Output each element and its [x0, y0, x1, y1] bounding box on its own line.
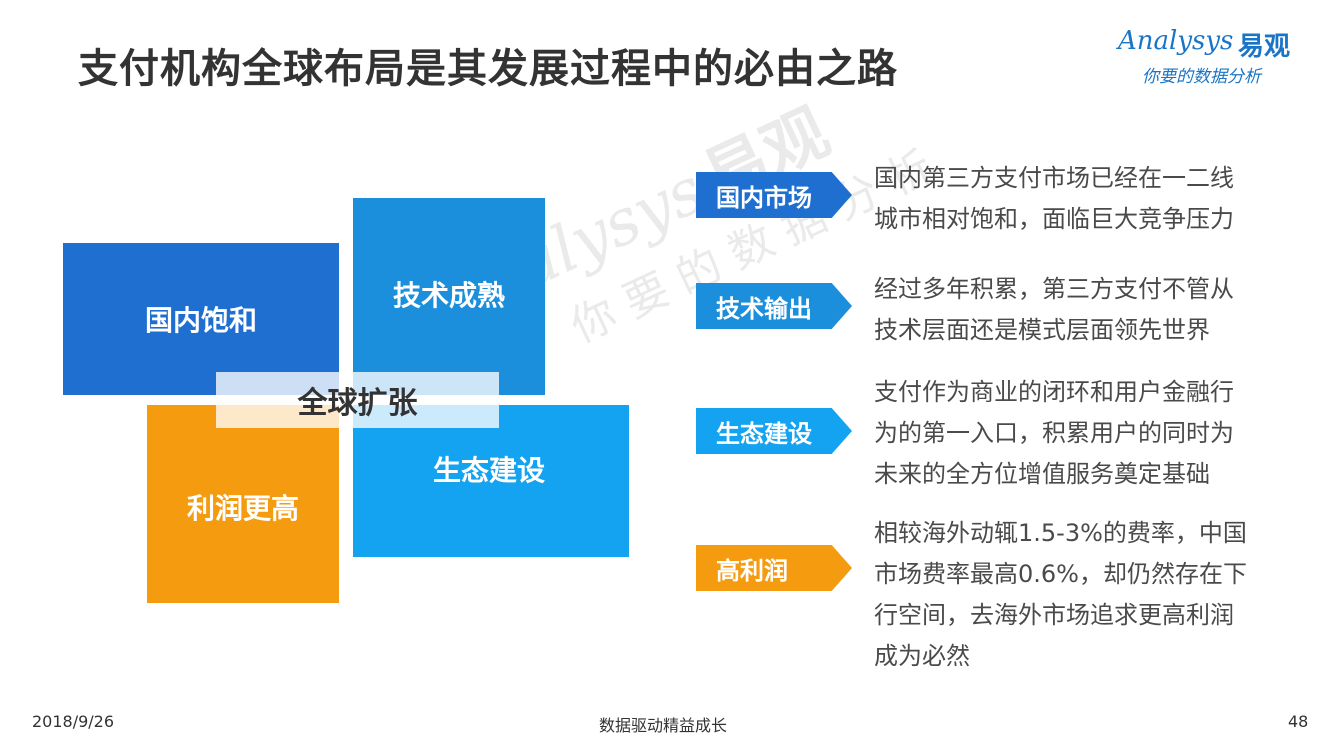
tag-domestic-market: 国内市场 [696, 172, 852, 218]
tag-tech-export: 技术输出 [696, 283, 852, 329]
desc-line: 行空间，去海外市场追求更高利润 [874, 601, 1234, 629]
desc-line: 未来的全方位增值服务奠定基础 [874, 460, 1210, 488]
desc-line: 技术层面还是模式层面领先世界 [874, 316, 1210, 344]
tag-high-profit: 高利润 [696, 545, 852, 591]
desc-line: 国内第三方支付市场已经在一二线 [874, 164, 1234, 192]
desc-line: 市场费率最高0.6%，却仍然存在下 [874, 560, 1247, 588]
block-tech-maturity: 技术成熟 [353, 198, 545, 395]
desc-line: 相较海外动辄1.5-3%的费率，中国 [874, 519, 1247, 547]
footer-slogan: 数据驱动精益成长 [599, 716, 728, 735]
block-higher-profit: 利润更高 [147, 405, 339, 603]
page-title: 支付机构全球布局是其发展过程中的必由之路 [78, 46, 898, 92]
analysys-logo: Analysys 易观 你要的数据分析 [1118, 26, 1308, 90]
desc-ecosystem: 支付作为商业的闭环和用户金融行 为的第一入口，积累用户的同时为 未来的全方位增值… [874, 372, 1284, 495]
desc-tech-export: 经过多年积累，第三方支付不管从 技术层面还是模式层面领先世界 [874, 269, 1284, 351]
center-label-global-expansion: 全球扩张 [216, 372, 499, 428]
desc-line: 成为必然 [874, 642, 970, 670]
block-ecosystem-building: 生态建设 [353, 405, 629, 557]
logo-slogan: 你要的数据分析 [1142, 67, 1261, 87]
logo-brand-cn: 易观 [1238, 32, 1291, 62]
tag-ecosystem: 生态建设 [696, 408, 852, 454]
desc-line: 城市相对饱和，面临巨大竞争压力 [874, 205, 1234, 233]
block-domestic-saturation: 国内饱和 [63, 243, 339, 395]
desc-line: 经过多年积累，第三方支付不管从 [874, 275, 1234, 303]
desc-line: 支付作为商业的闭环和用户金融行 [874, 378, 1234, 406]
logo-brand-en: Analysys [1118, 26, 1234, 56]
page-number: 48 [1288, 712, 1309, 731]
desc-high-profit: 相较海外动辄1.5-3%的费率，中国 市场费率最高0.6%，却仍然存在下 行空间… [874, 513, 1284, 677]
desc-line: 为的第一入口，积累用户的同时为 [874, 419, 1234, 447]
footer-date: 2018/9/26 [32, 712, 115, 731]
desc-domestic-market: 国内第三方支付市场已经在一二线 城市相对饱和，面临巨大竞争压力 [874, 158, 1284, 240]
